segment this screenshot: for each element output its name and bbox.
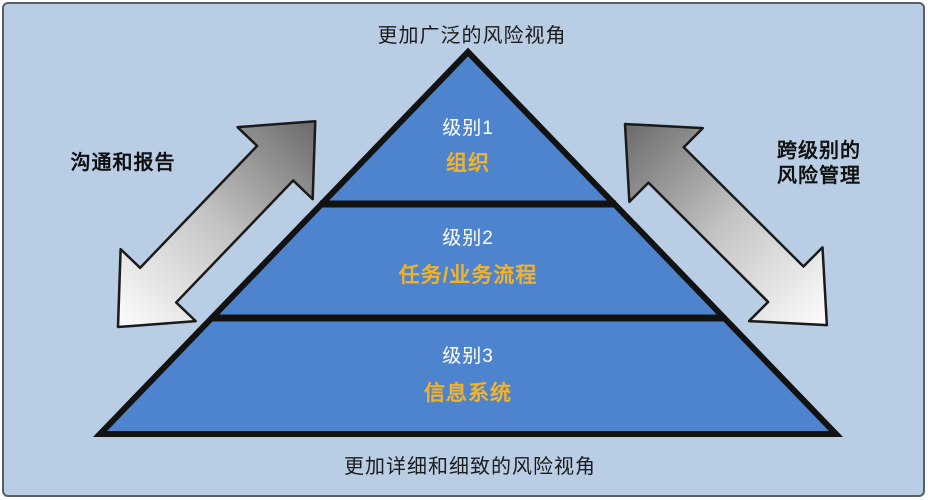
tier1-level-name: 组织: [446, 152, 490, 175]
bottom-caption: 更加详细和细致的风险视角: [344, 456, 596, 478]
top-caption: 更加广泛的风险视角: [377, 25, 567, 47]
tier3-level-label: 级别3: [442, 346, 494, 367]
tier3-level-name: 信息系统: [424, 382, 512, 405]
pyramid-triangle: [100, 52, 836, 434]
right-arrow-label-line1: 跨级别的: [777, 140, 861, 162]
right-arrow-label: 跨级别的 风险管理: [777, 139, 861, 189]
tier2-level-label: 级别2: [442, 228, 494, 249]
tier2-level-name: 任务/业务流程: [398, 264, 538, 287]
right-arrow-label-line2: 风险管理: [777, 165, 861, 187]
tier1-level-label: 级别1: [442, 118, 494, 139]
pyramid-outline: [92, 47, 844, 437]
left-arrow-label: 沟通和报告: [70, 152, 176, 174]
